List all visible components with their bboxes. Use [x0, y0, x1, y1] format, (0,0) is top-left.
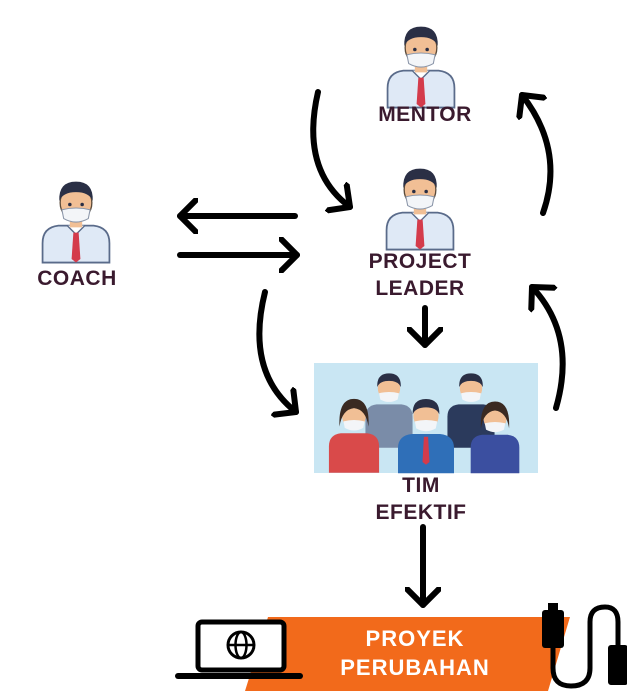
coach-label: COACH: [37, 267, 117, 290]
coach-person-icon: [41, 180, 111, 264]
laptop-globe-icon: [175, 619, 303, 679]
arrow-leader-to-mentor: [522, 92, 554, 216]
arrow-team-to-leader: [532, 284, 566, 411]
mentor-label: MENTOR: [378, 103, 472, 126]
project-leader-line1: PROJECT: [368, 250, 472, 273]
project-leader-line2: LEADER: [375, 277, 465, 300]
tim-efektif-line2: EFEKTIF: [375, 501, 467, 524]
team-photo: [314, 363, 538, 474]
tim-efektif-line1: TIM: [402, 474, 440, 497]
mentor-person-icon: [386, 25, 456, 109]
arrow-mentor-to-leader: [310, 89, 353, 207]
proyek-line2: PERUBAHAN: [340, 655, 490, 680]
proyek-line1: PROYEK: [365, 626, 465, 651]
project-leader-person-icon: [385, 167, 455, 251]
project-leader-label: PROJECT LEADER: [335, 248, 505, 302]
charging-cable-icon: [542, 603, 627, 689]
arrow-coach-to-team: [256, 289, 299, 412]
proyek-perubahan-label: PROYEK PERUBAHAN: [290, 626, 540, 681]
proyek-banner: [245, 617, 570, 691]
tim-efektif-label: TIM EFEKTIF: [336, 472, 506, 526]
